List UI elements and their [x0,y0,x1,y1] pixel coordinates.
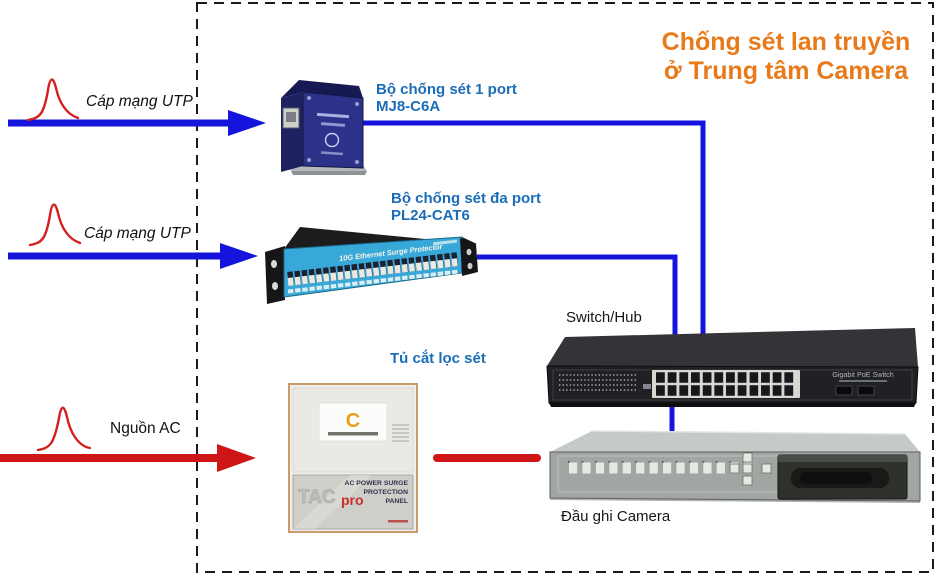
cabinet-logo: C [346,410,360,432]
surge-1port-label-line1: Bộ chống sét 1 port [376,81,517,98]
switch-caption: Switch/Hub [566,309,642,326]
utp-input-label-2: Cáp mạng UTP [84,225,191,242]
cabinet-brand-main: TAC [298,487,336,508]
sfp-port-icon [835,385,853,396]
dvr-hdd-bay [777,454,908,500]
diagram-title-line2: ở Trung tâm Camera [663,57,909,85]
cabinet-caption: Tủ cắt lọc sét [390,350,486,367]
cabinet-panel-text-3: PANEL [385,498,408,505]
dvr-caption: Đầu ghi Camera [561,508,671,525]
cabinet-brand-suffix: pro [341,492,364,508]
cabinet-panel-text-1: AC POWER SURGE [345,480,409,487]
utp-input-label-1: Cáp mạng UTP [86,93,193,110]
surge-protector-1port-device [281,80,367,175]
sfp-port-icon [857,385,875,396]
diagram-title: Chống sét lan truyền ở Trung tâm Camera [645,28,927,86]
surge-spike-icon-2 [28,203,82,247]
switch-front-text: Gigabit PoE Switch [832,370,894,379]
surge-protector-24port-device: 10G Ethernet Surge Protector [265,227,478,304]
cabinet-vents [392,424,409,442]
utp-input-arrow-1 [8,110,266,136]
surge-24port-label-line2: PL24-CAT6 [391,207,470,224]
led-indicators [559,374,637,391]
ac-input-label: Nguồn AC [110,420,181,437]
surge-spike-icon-1 [26,78,80,122]
switch-device: Gigabit PoE Switch [546,328,919,407]
surge-spike-icon-3 [36,406,92,452]
diagram-title-line1: Chống sét lan truyền [661,28,911,56]
surge-24port-label-line1: Bộ chống sét đa port [391,190,541,207]
surge-24port-label: Bộ chống sét đa port PL24-CAT6 [391,190,541,224]
dvr-dpad [729,452,772,486]
ac-input-arrow [0,444,256,472]
surge-1port-label-line2: MJ8-C6A [376,98,441,115]
power-filter-cabinet-device: C TAC pro AC POWER SURGE PROTECTION PANE… [288,383,418,533]
dashed-boundary [196,2,934,573]
utp-input-arrow-2 [8,243,258,269]
cabinet-panel-text-2: PROTECTION [363,489,408,496]
surge-1port-label: Bộ chống sét 1 port MJ8-C6A [376,81,517,115]
dvr-device [549,430,921,503]
